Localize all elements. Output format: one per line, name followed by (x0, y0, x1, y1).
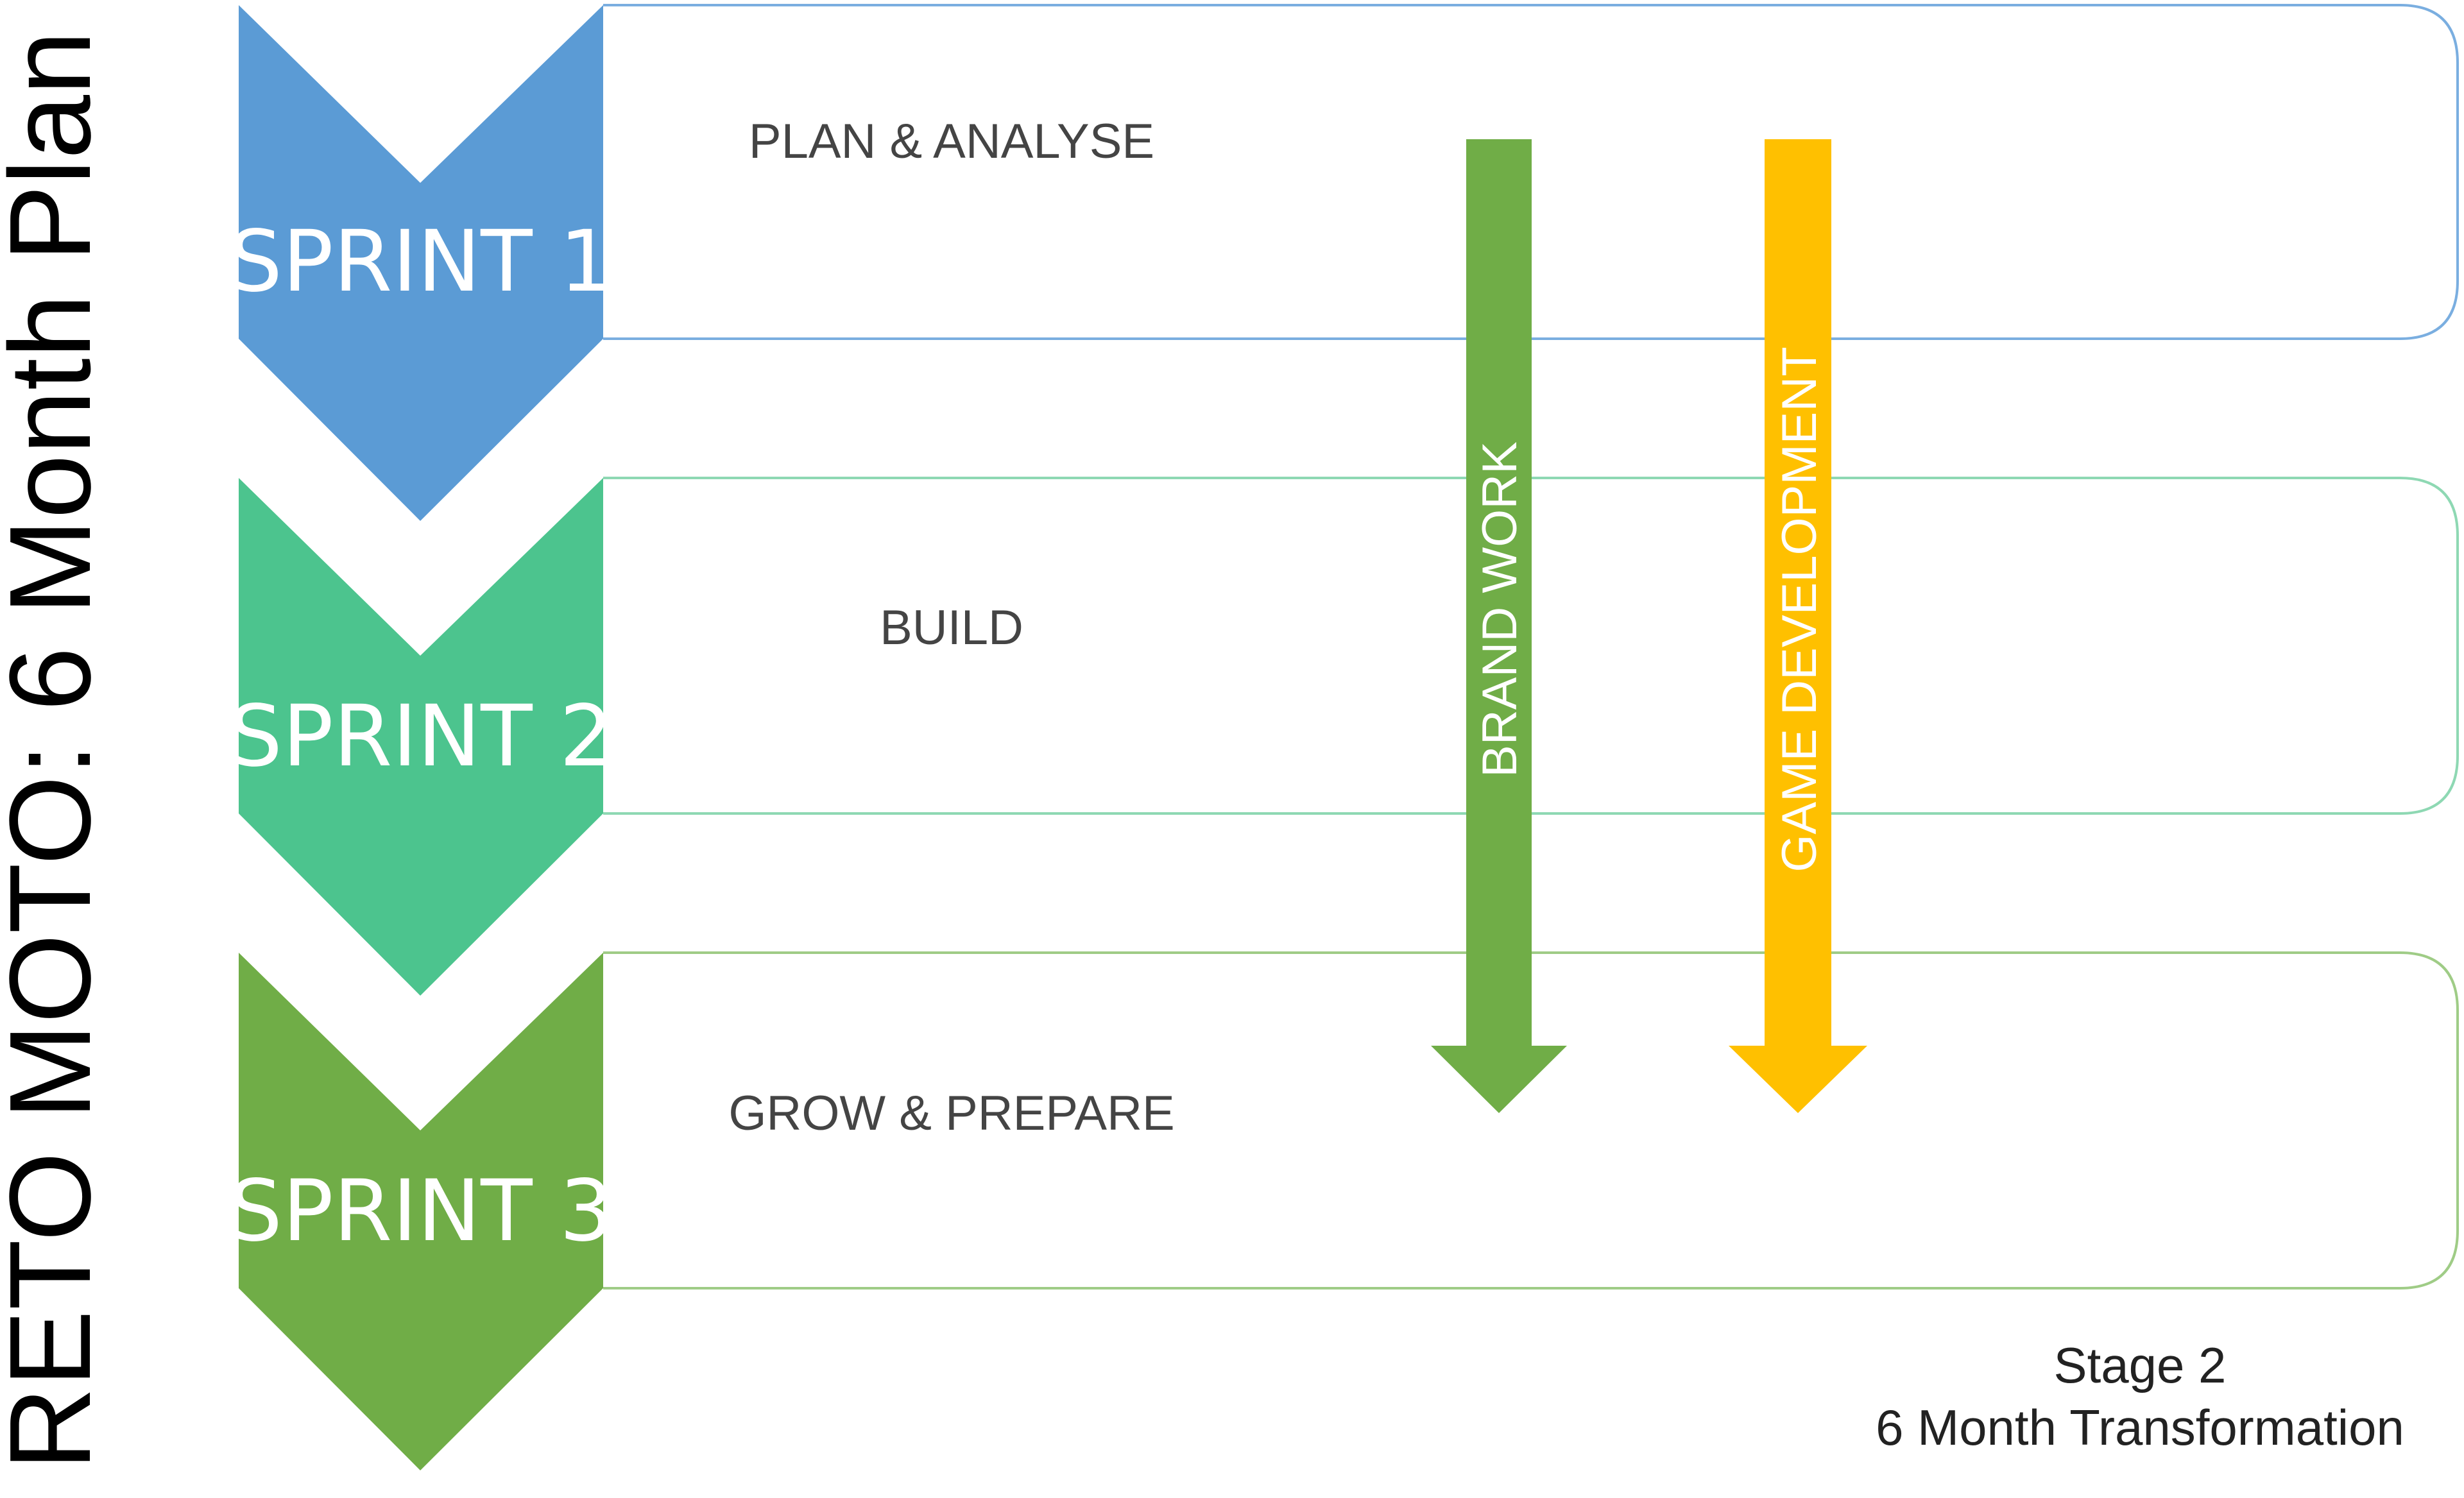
sprint-2-panel (603, 477, 2459, 815)
game-development-arrow-shape (1729, 139, 1867, 1113)
caption-line-2: 6 Month Transformation (1876, 1399, 2404, 1456)
sprint-1-group: SPRINT 1 PLAN & ANALYSE (228, 4, 2459, 521)
diagram-title: RETO MOTO: 6 Month Plan (0, 31, 115, 1470)
sprint-1-chevron (239, 5, 603, 521)
brand-work-label: BRAND WORK (1473, 441, 1527, 778)
sprint-3-chevron (239, 953, 603, 1470)
sprint-2-phase: BUILD (880, 600, 1023, 655)
sprint-1-label: SPRINT 1 (228, 212, 613, 311)
sprint-2-group: SPRINT 2 BUILD (228, 477, 2459, 996)
sprint-2-label: SPRINT 2 (228, 687, 613, 786)
brand-work-arrow-shape (1431, 139, 1567, 1113)
sprint-2-chevron (239, 478, 603, 996)
sprint-3-group: SPRINT 3 GROW & PREPARE (228, 951, 2459, 1470)
sprint-3-phase: GROW & PREPARE (728, 1086, 1174, 1141)
game-development-arrow: GAME DEVELOPMENT (1729, 139, 1867, 1113)
sprint-3-label: SPRINT 3 (228, 1162, 613, 1261)
brand-work-arrow: BRAND WORK (1431, 139, 1567, 1113)
caption-line-1: Stage 2 (2054, 1337, 2227, 1393)
sprint-3-panel (603, 951, 2459, 1289)
sprint-1-phase: PLAN & ANALYSE (749, 114, 1154, 169)
sprint-1-panel (603, 4, 2459, 340)
game-development-label: GAME DEVELOPMENT (1772, 346, 1827, 872)
